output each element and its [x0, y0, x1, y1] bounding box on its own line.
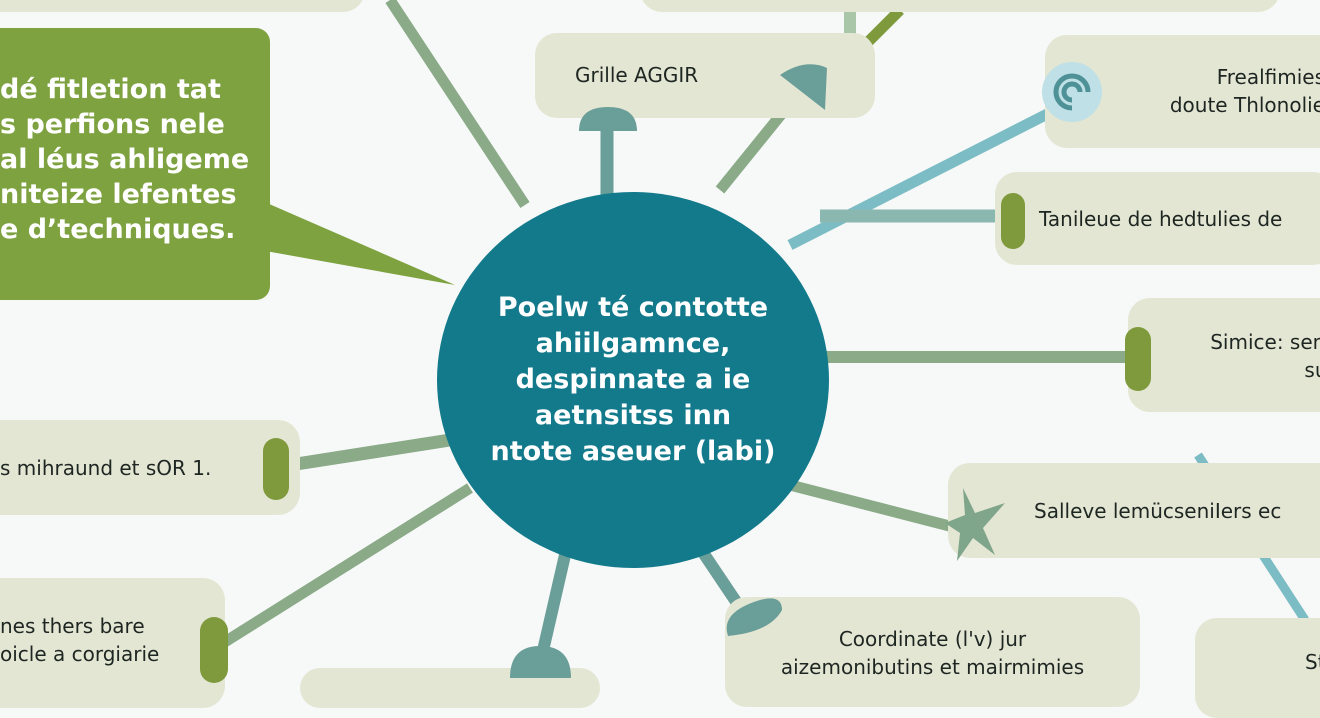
callout-box: dé fitletion tat s perfions nele al léus… [0, 28, 270, 300]
handle-icon [1001, 193, 1025, 249]
link-bottom [536, 553, 571, 657]
callout-line: niteize lefentes [0, 179, 237, 210]
node-right2[interactable]: Tanileue de hedtulies de [995, 172, 1320, 265]
node-bottom-right[interactable]: Stid [1195, 618, 1320, 718]
callout-line: s perfions nele [0, 109, 225, 140]
node-label: s mihraund et sOR 1. [0, 456, 212, 480]
node-line: oicle a corgiarie [0, 642, 160, 666]
callout-line: al léus ahligeme [0, 144, 250, 175]
node-line: Frealfimies [1216, 65, 1320, 89]
callout-tail [260, 200, 455, 285]
handle-icon [1125, 327, 1151, 391]
arrow-head-icon [780, 64, 827, 110]
center-line: ntote aseuer (labi) [490, 436, 776, 467]
mushroom-handle-icon [579, 107, 637, 131]
link-left2 [217, 483, 473, 650]
handle-icon [263, 438, 289, 500]
node-line: aizemonibutins et mairmimies [780, 655, 1085, 679]
handle-icon [200, 617, 228, 683]
mushroom-handle-icon [726, 598, 782, 636]
node-line: Coordinate (l'v) jur [838, 627, 1027, 651]
node-label: Stid [1305, 650, 1320, 674]
center-line: despinnate a ie [515, 364, 751, 395]
central-node[interactable]: Poelw té contotte ahiilgamnce, despinnat… [437, 192, 829, 568]
node-label: Grille AGGIR [575, 63, 699, 87]
node-right4[interactable]: Salleve lemücseniIers ec [948, 463, 1320, 558]
link-top-left [385, 0, 530, 209]
link-left1 [288, 433, 452, 472]
node-line: suz [1304, 358, 1320, 382]
node-left2[interactable]: nes thers bare oicle a corgiarie [0, 578, 225, 708]
link-right4 [788, 479, 967, 536]
swirl-icon [1042, 62, 1102, 122]
top-left-box [0, 0, 365, 12]
top-right-box [640, 0, 1280, 12]
node-line: doute Thlonolie [1169, 93, 1320, 117]
node-left1[interactable]: s mihraund et sOR 1. [0, 420, 300, 515]
node-right3[interactable]: Simice: senu suz [1128, 298, 1320, 412]
callout-line: dé fitletion tat [0, 74, 221, 105]
connector-lines [217, 0, 1309, 657]
center-line: aetnsitss inn [534, 400, 732, 431]
mushroom-handle-icon [510, 646, 571, 678]
callout-line: e d’techniques. [0, 214, 236, 245]
node-label: Tanileue de hedtulies de [1039, 207, 1283, 231]
node-label: Salleve lemücseniIers ec [1034, 499, 1282, 523]
center-line: Poelw té contotte [497, 292, 769, 323]
center-line: ahiilgamnce, [535, 328, 731, 359]
node-line: Simice: senu [1210, 330, 1320, 354]
node-line: nes thers bare [0, 614, 145, 638]
star-icon [945, 488, 1005, 561]
